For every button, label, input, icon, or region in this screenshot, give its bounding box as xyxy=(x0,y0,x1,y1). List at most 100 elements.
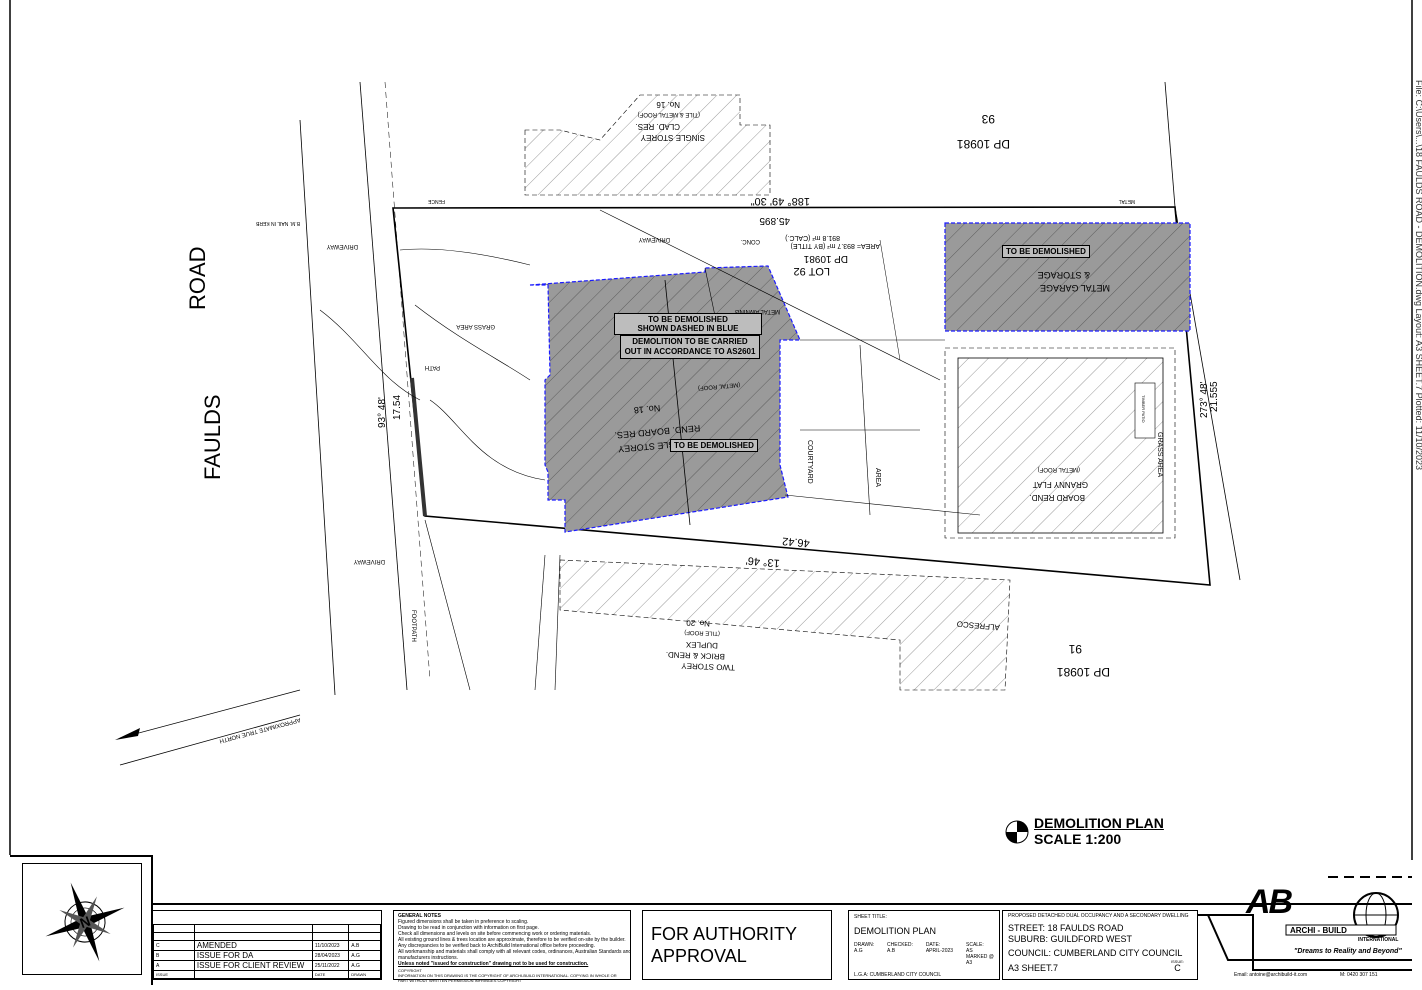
plan-title-block: DEMOLITION PLAN SCALE 1:200 xyxy=(1034,815,1164,847)
revision-desc xyxy=(193,924,313,933)
construction-note: Unless noted "issued for construction" d… xyxy=(398,961,589,967)
fence-label: FENCE xyxy=(427,198,445,204)
authority-box: FOR AUTHORITY APPROVAL xyxy=(642,910,832,980)
general-notes-list: Figured dimensions shall be taken in pre… xyxy=(398,919,632,961)
lot-91-number: 91 xyxy=(1068,642,1082,656)
lot-16-label-2: CLAD. RES. xyxy=(636,122,680,131)
demolish-notice-line-2: SHOWN DASHED IN BLUE xyxy=(637,324,739,333)
street-name-faulds: FAULDS xyxy=(200,394,225,480)
lot-91-dp: DP 10981 xyxy=(1057,665,1110,679)
revision-date: 25/11/2022 xyxy=(311,960,350,971)
revision-date: 11/10/2023 xyxy=(311,940,350,951)
west-boundary-bearing: 93° 48' xyxy=(377,397,388,428)
plan-title: DEMOLITION PLAN xyxy=(1034,815,1164,831)
company-box: AB ARCHI - BUILD INTERNATIONAL "Dreams t… xyxy=(1198,875,1412,985)
general-note: Figured dimensions shall be taken in pre… xyxy=(398,919,529,925)
house-to-demolish xyxy=(529,265,801,533)
revision-issue xyxy=(153,924,195,933)
copyright-title: COPYRIGHT xyxy=(398,968,422,973)
revision-header-drawn: DRAWN xyxy=(348,970,381,979)
company-tagline: "Dreams to Reality and Beyond" xyxy=(1294,948,1402,955)
lot-16-label-1: SINGLE STOREY xyxy=(640,133,705,142)
revision-header-issue: ISSUE xyxy=(153,970,195,979)
granny-label-1: BOARD REND. xyxy=(1029,493,1085,502)
company-email: Email: antoine@archibuild-it.com xyxy=(1234,972,1308,978)
area-calc-label: 891.8 m² (CALC.) xyxy=(785,234,840,241)
alfresco-label: ALFRESCO xyxy=(956,619,1000,632)
lga-label: L.G.A: xyxy=(854,972,869,978)
lot-93-dp: DP 10981 xyxy=(957,137,1010,151)
revision-drawn: A.G xyxy=(348,950,381,961)
house-demolish-label: TO BE DEMOLISHED xyxy=(670,439,758,452)
garage-to-demolish xyxy=(944,222,1191,332)
road-kerb-line xyxy=(299,119,336,696)
date-value: APRIL-2023 xyxy=(925,948,954,954)
archibuild-logo xyxy=(1198,876,1412,971)
sheet-title: DEMOLITION PLAN xyxy=(854,926,937,936)
revision-issue xyxy=(153,932,195,941)
street-name-road: ROAD xyxy=(185,246,210,310)
revision-desc: AMENDED xyxy=(193,940,313,951)
revision-desc: ISSUE FOR DA xyxy=(193,950,313,961)
lot-label: LOT 92 xyxy=(794,265,831,277)
west-boundary-length: 17.54 xyxy=(392,395,403,420)
demolish-notice-line-1: TO BE DEMOLISHED xyxy=(648,315,728,324)
lot-20-label-4: (TILE ROOF) xyxy=(684,629,720,636)
driveway-label-road: DRIVEWAY xyxy=(327,243,358,249)
garage-label-2: & STORAGE xyxy=(1038,270,1090,280)
revision-issue: B xyxy=(153,950,195,961)
granny-flat xyxy=(957,357,1164,534)
north-boundary-bearing: 188° 49' 30" xyxy=(751,195,810,207)
lot-20-house xyxy=(559,559,1011,691)
general-note: All workmanship and materials shall comp… xyxy=(398,949,632,955)
company-name: ARCHI - BUILD xyxy=(1290,926,1347,935)
project-sheet: A3 SHEET.7 xyxy=(1008,963,1059,973)
issue-label: ISSUE: xyxy=(1170,959,1184,964)
project-box: PROPOSED DETACHED DUAL OCCUPANCY AND A S… xyxy=(1002,910,1198,980)
true-north-label: APPROXIMATE TRUE NORTH xyxy=(219,716,301,743)
timber-patio-label: TIMBER PATIO xyxy=(1141,395,1146,423)
garage-demolish-label: TO BE DEMOLISHED xyxy=(1002,245,1090,258)
path-label: PATH xyxy=(425,364,440,370)
compass-box: N xyxy=(22,863,142,975)
demolish-notice-1: TO BE DEMOLISHED SHOWN DASHED IN BLUE xyxy=(614,313,762,335)
authority-line-1: FOR AUTHORITY xyxy=(651,924,798,944)
general-notes-title: GENERAL NOTES xyxy=(398,913,441,919)
lot-20-label-5: No. 20 xyxy=(686,618,710,628)
metal-awning-label: METAL AWNING xyxy=(735,308,780,314)
checked-value: A.B xyxy=(887,948,896,954)
revision-drawn: A.B xyxy=(348,940,381,951)
lot-20-label-3: DUPLEX xyxy=(685,640,718,650)
south-boundary-length: 46.42 xyxy=(782,535,810,549)
bm-note: B.M. NAIL IN KERB xyxy=(255,220,300,226)
general-note: manufacturers instructions. xyxy=(398,955,459,961)
issue-value: C xyxy=(1174,963,1181,973)
lot-16-label-4: No. 16 xyxy=(656,100,680,109)
revision-row-empty xyxy=(153,924,381,933)
plan-scale: SCALE 1:200 xyxy=(1034,831,1122,847)
project-description: PROPOSED DETACHED DUAL OCCUPANCY AND A S… xyxy=(1008,913,1189,919)
lot-16-house xyxy=(524,94,771,196)
dp-label: DP 10981 xyxy=(803,253,848,264)
driveway-label: DRIVEWAY xyxy=(639,236,670,242)
plot-file-margin: File: C:\Users\...\18 FAULDS ROAD - DEMO… xyxy=(1414,80,1422,470)
revision-issue: C xyxy=(153,940,195,951)
conc-label: CONC. xyxy=(740,238,760,244)
north-boundary-length: 45.895 xyxy=(759,215,790,226)
revision-date: 28/04/2023 xyxy=(311,950,350,961)
revision-desc xyxy=(193,932,313,941)
revision-desc: ISSUE FOR CLIENT REVIEW xyxy=(193,960,313,971)
demolish-standard-note: DEMOLITION TO BE CARRIED OUT IN ACCORDAN… xyxy=(620,335,760,359)
date-label: DATE: xyxy=(925,942,941,948)
checked-label: CHECKED: xyxy=(887,942,913,948)
company-mobile: M: 0420 307 151 xyxy=(1340,972,1378,978)
revision-header-date: DATE xyxy=(311,970,350,979)
garage-label-1: METAL GARAGE xyxy=(1040,283,1110,293)
east-boundary-bearing: 273° 48' xyxy=(1199,381,1210,418)
revision-drawn: A.G xyxy=(348,960,381,971)
revision-date xyxy=(311,932,350,941)
true-north-arrow xyxy=(115,689,301,766)
